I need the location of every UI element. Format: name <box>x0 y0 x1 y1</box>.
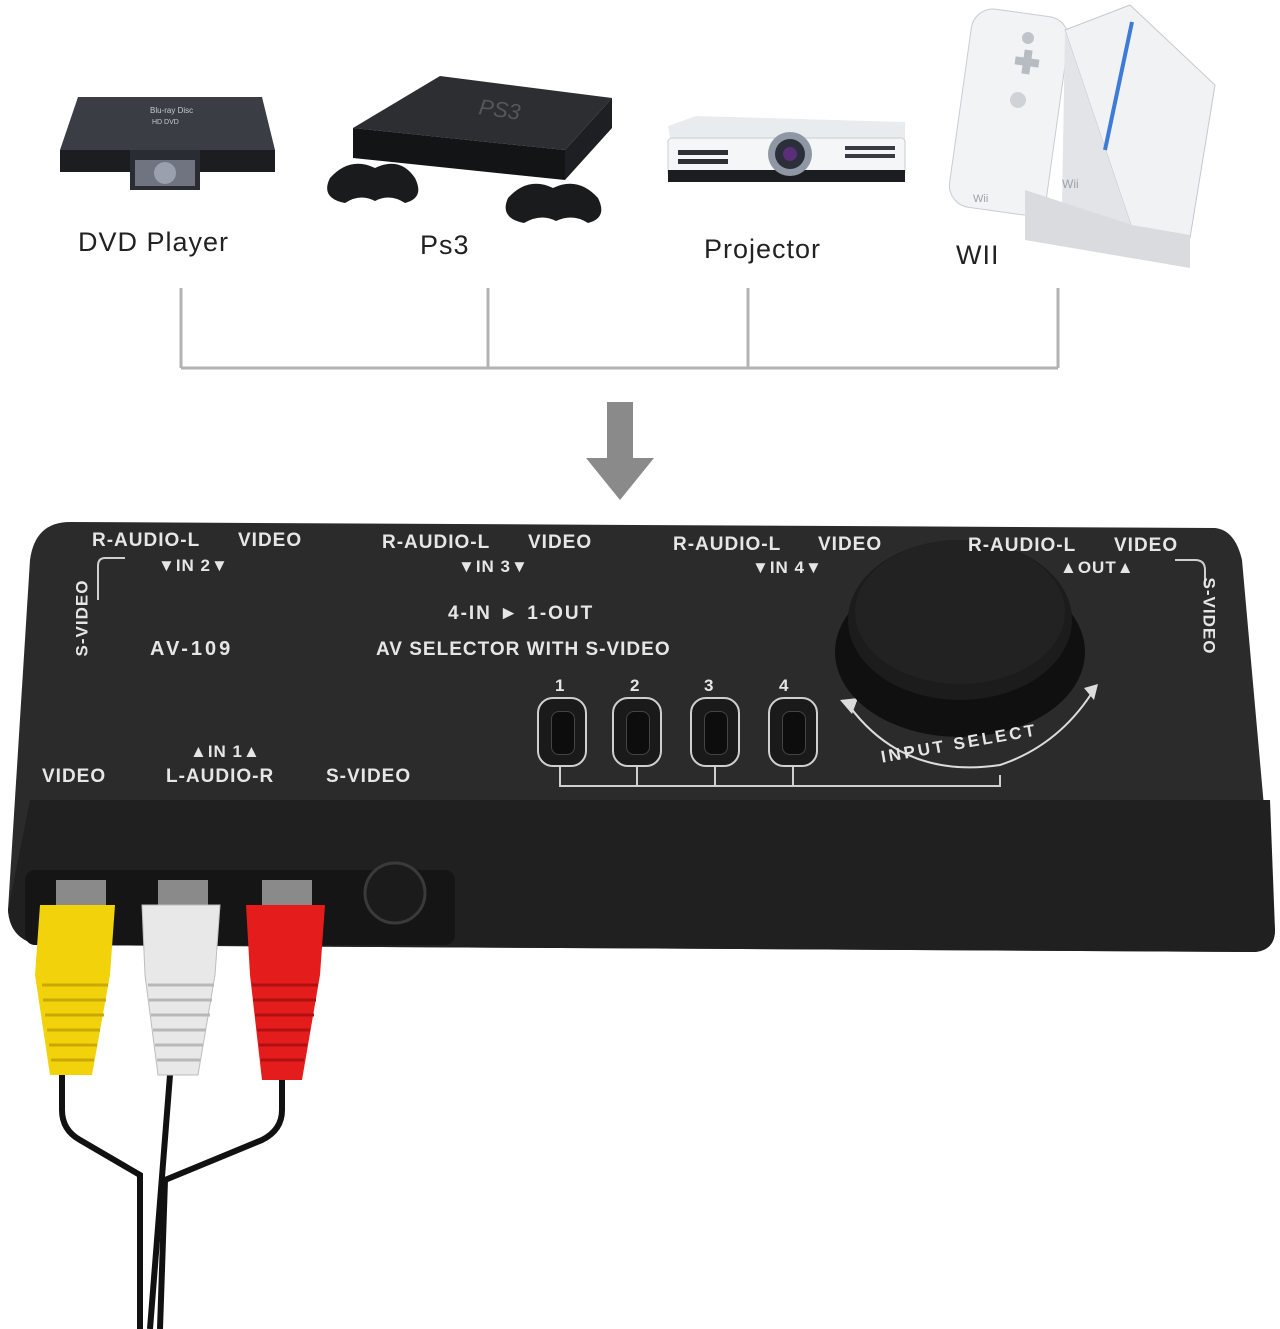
in1-label: ▲IN 1▲ <box>190 742 261 761</box>
dvd-brand-text: Blu-ray Disc <box>150 106 193 115</box>
front-video-label: VIDEO <box>42 766 107 787</box>
wii-console-logo: Wii <box>1062 177 1079 191</box>
in4-audio-label: R-AUDIO-L <box>673 534 782 555</box>
input-button-3[interactable] <box>690 697 740 767</box>
model-label: AV-109 <box>150 638 234 660</box>
in2-label: ▼IN 2▼ <box>158 556 229 575</box>
out-audio-label: R-AUDIO-L <box>968 535 1077 556</box>
in4-video-label: VIDEO <box>818 534 883 555</box>
in3-label: ▼IN 3▼ <box>458 557 529 576</box>
ps3-console-image: PS3 <box>327 76 612 223</box>
device-label-wii: WII <box>956 240 1000 270</box>
in3-video-label: VIDEO <box>528 532 593 553</box>
input-button-1[interactable] <box>537 697 587 767</box>
device-label-projector: Projector <box>704 234 822 264</box>
front-audio-label: L-AUDIO-R <box>166 766 275 787</box>
button-3-label: 3 <box>704 676 715 695</box>
yellow-rca-plug <box>35 880 115 1075</box>
down-arrow-icon <box>586 402 654 500</box>
button-4-label: 4 <box>779 676 790 695</box>
button-2-label: 2 <box>630 676 641 695</box>
headline-label: 4-IN ► 1-OUT <box>448 603 595 624</box>
in3-audio-label: R-AUDIO-L <box>382 532 491 553</box>
out-label: ▲OUT▲ <box>1060 558 1135 577</box>
button-1-label: 1 <box>555 676 566 695</box>
front-svideo-label: S-VIDEO <box>326 766 412 787</box>
input-select-knob <box>835 540 1085 737</box>
wii-console-image: Wii Wii <box>948 4 1216 268</box>
white-rca-plug <box>141 880 221 1076</box>
projector-image <box>667 116 906 182</box>
device-label-ps3: Ps3 <box>420 230 470 260</box>
red-rca-plug <box>246 880 325 1080</box>
in2-audio-label: R-AUDIO-L <box>92 530 201 551</box>
dvd-player-image: Blu-ray Disc HD DVD <box>60 97 275 190</box>
wii-remote-logo: Wii <box>973 193 988 205</box>
input-button-4[interactable] <box>768 697 818 767</box>
out-video-label: VIDEO <box>1114 535 1179 556</box>
subtitle-label: AV SELECTOR WITH S-VIDEO <box>376 639 671 660</box>
in4-label: ▼IN 4▼ <box>752 558 823 577</box>
in2-video-label: VIDEO <box>238 530 303 551</box>
ps3-logo-text: PS3 <box>477 94 522 125</box>
device-label-dvd: DVD Player <box>78 227 230 257</box>
dvd-model-text: HD DVD <box>152 119 179 126</box>
connection-bracket <box>179 288 1060 370</box>
input-button-2[interactable] <box>612 697 662 767</box>
